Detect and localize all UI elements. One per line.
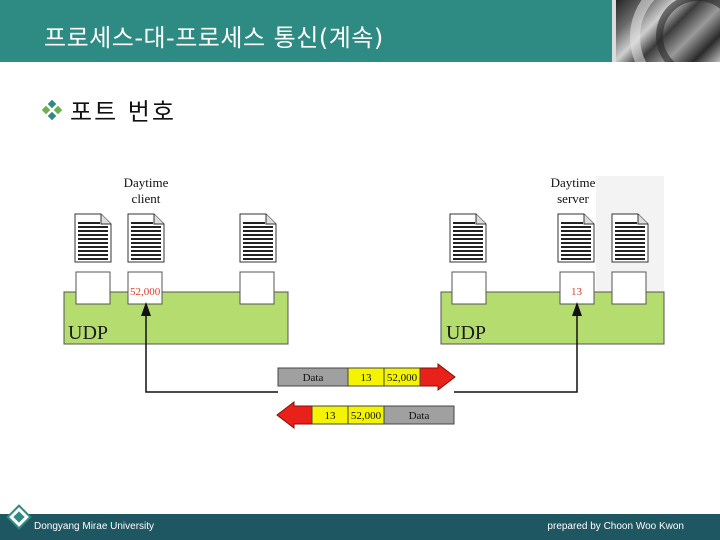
slide-title: 프로세스-대-프로세스 통신(계속) — [44, 24, 384, 52]
packet2-dst-port: 13 — [325, 410, 337, 422]
packet2-src-port: 52,000 — [351, 410, 382, 422]
decorative-metal-image — [612, 0, 720, 62]
client-label-line1: Daytime — [124, 175, 169, 190]
client-port-number: 52,000 — [130, 286, 161, 298]
process-document-icon — [74, 213, 112, 263]
udp-label-server: UDP — [446, 322, 486, 344]
packet1-src-port: 52,000 — [387, 372, 418, 384]
response-packet: 13 52,000 Data — [276, 400, 455, 430]
diamond-bullet-icon — [42, 99, 62, 120]
server-connection-line — [454, 310, 578, 393]
bullet-item: 포트 번호 — [42, 92, 176, 127]
process-document-icon — [611, 213, 649, 263]
bullet-text: 포트 번호 — [70, 98, 176, 126]
request-packet: Data 13 52,000 — [277, 362, 456, 392]
process-document-icon — [239, 213, 277, 263]
packet1-dst-port: 13 — [361, 372, 373, 384]
client-process-slots — [75, 271, 275, 305]
server-label-line2: server — [557, 191, 589, 206]
server-label-line1: Daytime — [551, 175, 596, 190]
server-process-document-icon — [557, 213, 595, 263]
up-arrow-head — [141, 302, 151, 316]
packet1-data: Data — [303, 372, 324, 384]
server-process-slots — [451, 271, 647, 305]
diamond-logo-icon — [6, 504, 32, 530]
footer-bar: Dongyang Mirae University prepared by Ch… — [0, 514, 720, 540]
up-arrow-head — [572, 302, 582, 316]
process-document-icon — [449, 213, 487, 263]
footer-university: Dongyang Mirae University — [34, 521, 155, 532]
client-label-line2: client — [132, 191, 161, 206]
udp-label-client: UDP — [68, 322, 108, 344]
title-bar: 프로세스-대-프로세스 통신(계속) — [0, 0, 720, 62]
client-process-document-icon — [127, 213, 165, 263]
footer-author: prepared by Choon Woo Kwon — [547, 521, 684, 532]
server-port-number: 13 — [571, 286, 583, 298]
client-connection-line — [145, 310, 278, 393]
packet2-data: Data — [409, 410, 430, 422]
